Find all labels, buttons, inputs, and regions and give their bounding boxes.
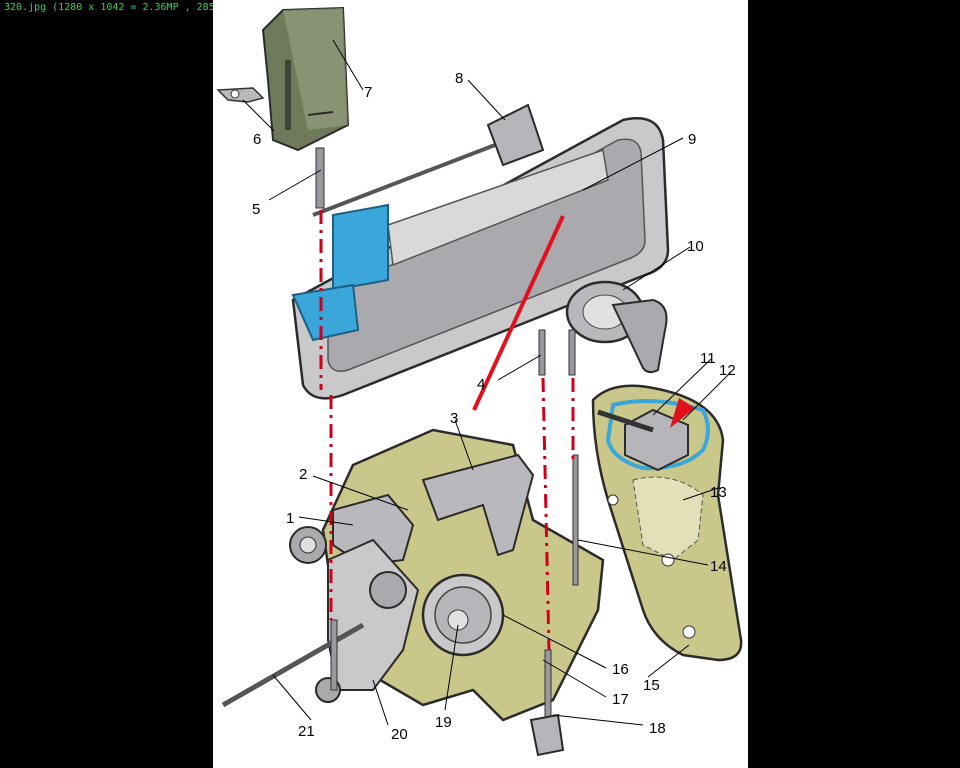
key-cylinder-part-10: [565, 280, 668, 374]
callout-17: 17: [612, 691, 629, 708]
leader-lines: [242, 39, 732, 726]
callout-14: 14: [710, 558, 727, 575]
rod-part-5: [315, 147, 325, 209]
callout-labels: 1 2 3 4 5 6 7 8 9 10 11 12 13 14 15 16 1…: [252, 70, 736, 743]
callout-3: 3: [450, 410, 458, 427]
diagram-canvas: 1 2 3 4 5 6 7 8 9 10 11 12 13 14 15 16 1…: [213, 0, 748, 768]
rod-part-21: [221, 622, 365, 708]
callout-18: 18: [649, 720, 666, 737]
end-cap-part-7: [261, 6, 350, 152]
rod-part-14: [330, 454, 579, 691]
callout-4: 4: [477, 376, 485, 393]
callout-1: 1: [286, 510, 294, 527]
actuator-part-20: [315, 538, 420, 703]
callout-5: 5: [252, 201, 260, 218]
callout-15: 15: [643, 677, 660, 694]
lever-part-3: [421, 453, 535, 557]
callout-13: 13: [710, 484, 727, 501]
door-lock-diagram: 1 2 3 4 5 6 7 8 9 10 11 12 13 14 15 16 1…: [216, 6, 743, 757]
clip-part-6: [216, 87, 265, 103]
handle-housing-part-9: [291, 103, 670, 400]
callout-11: 11: [700, 350, 716, 367]
callout-6: 6: [253, 131, 261, 148]
callout-10: 10: [687, 238, 704, 255]
callout-19: 19: [435, 714, 452, 731]
rotor-part-19: [421, 573, 505, 657]
rod-part-4: [538, 329, 576, 376]
callout-8: 8: [455, 70, 463, 87]
alignment-axes: [319, 210, 575, 651]
callout-2: 2: [299, 466, 307, 483]
callout-9: 9: [688, 131, 696, 148]
callout-12: 12: [719, 362, 736, 379]
release-lever-part-1: [289, 493, 415, 567]
callout-20: 20: [391, 726, 408, 743]
callout-21: 21: [298, 723, 315, 740]
callout-7: 7: [364, 84, 372, 101]
rod-end-part-18: [529, 649, 565, 757]
red-pointer-arrow: [472, 215, 695, 428]
callout-16: 16: [612, 661, 629, 678]
